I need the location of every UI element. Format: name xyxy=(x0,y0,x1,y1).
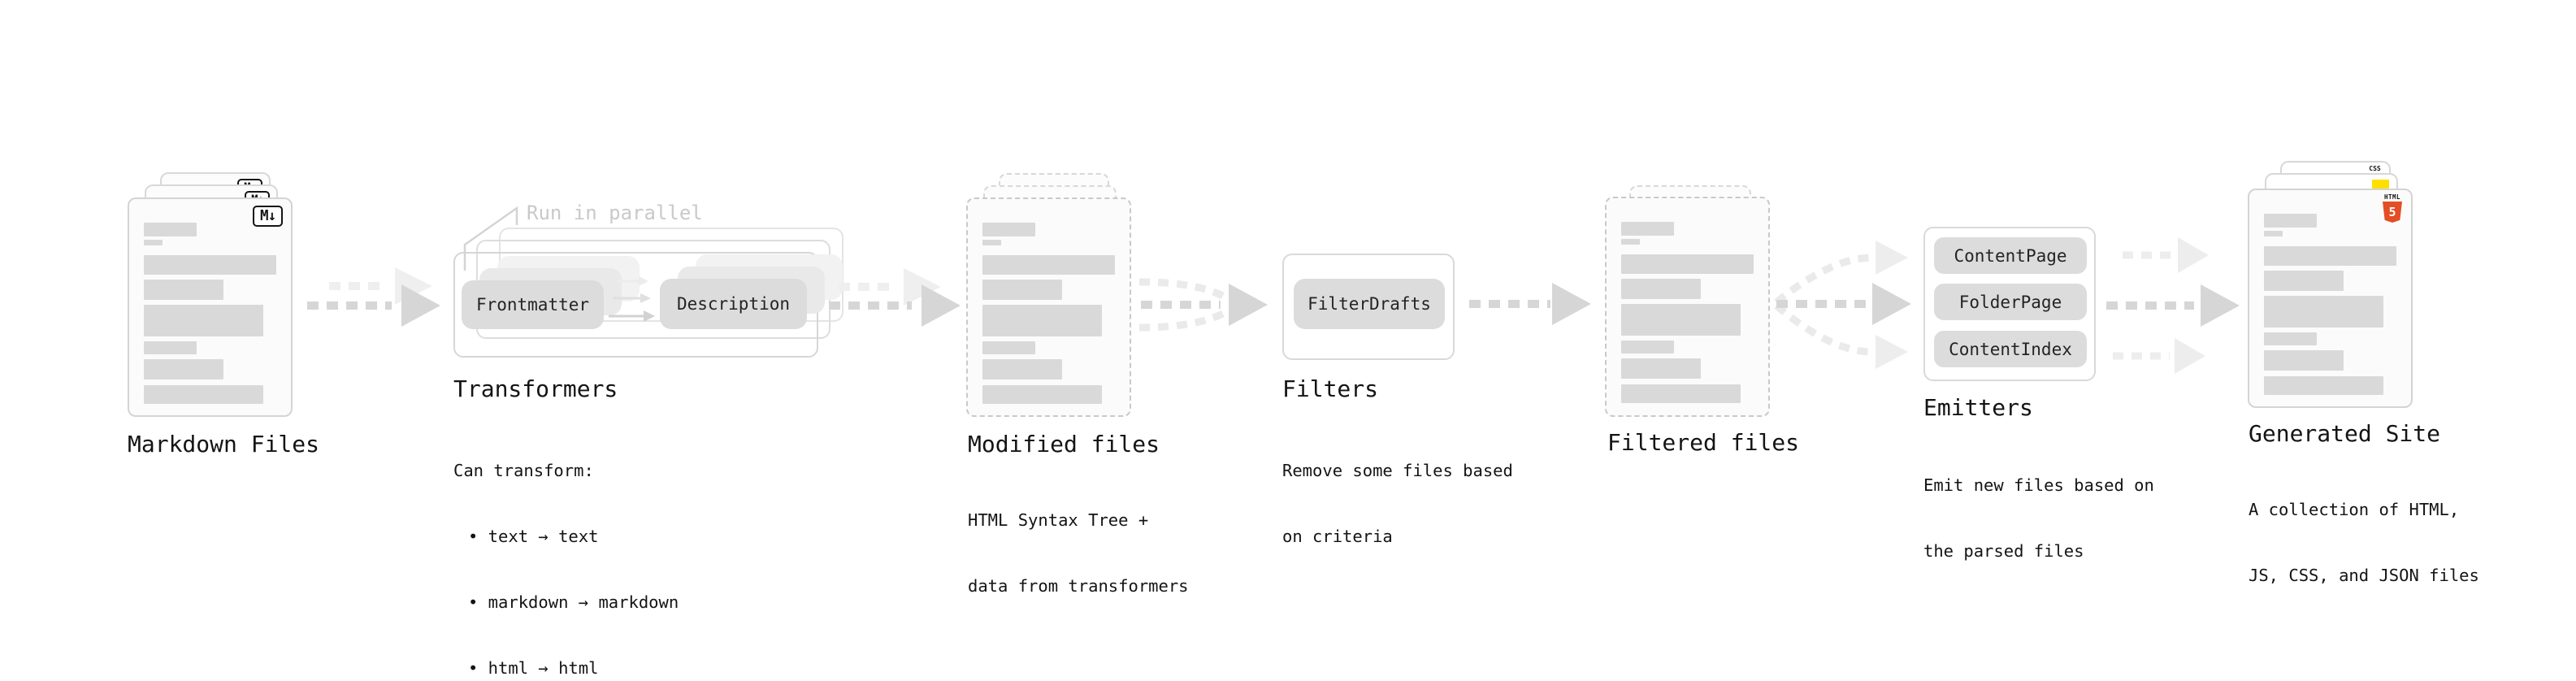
arrow-emitters-to-generated xyxy=(2106,237,2240,374)
filters-desc-line: Remove some files based xyxy=(1282,461,1513,480)
description-pill: Description xyxy=(660,279,807,329)
skeleton-bar xyxy=(2264,296,2383,327)
skeleton-bar xyxy=(1621,254,1754,274)
emitters-description: Emit new files based on the parsed files xyxy=(1923,431,2154,606)
skeleton-bar xyxy=(144,341,197,354)
skeleton-bar xyxy=(1621,304,1741,336)
skeleton-bar xyxy=(2264,350,2344,371)
skeleton-bar xyxy=(144,255,276,275)
filtered-files-label: Filtered files xyxy=(1607,429,1800,456)
frontmatter-pill: Frontmatter xyxy=(462,280,604,329)
html5-icon-shield: 5 xyxy=(2383,202,2402,223)
skeleton-bar xyxy=(1621,358,1701,379)
css-icon-label: CSS xyxy=(2369,165,2381,172)
skeleton-bar xyxy=(982,341,1035,354)
transformers-bullet: • html → html xyxy=(468,658,599,678)
modified-files-label: Modified files xyxy=(968,431,1160,458)
generated-site-description: A collection of HTML, JS, CSS, and JSON … xyxy=(2249,455,2479,631)
skeleton-bar xyxy=(1621,239,1640,245)
arrow-modified-to-filters xyxy=(1138,278,1268,332)
js-file-icon xyxy=(2372,180,2389,190)
html5-icon: HTML 5 xyxy=(2382,194,2403,223)
transformers-title: Transformers xyxy=(453,375,618,402)
modified-file-card-front xyxy=(966,197,1131,417)
filterdrafts-pill: FilterDrafts xyxy=(1294,279,1445,329)
markdown-files-label: Markdown Files xyxy=(128,431,320,458)
skeleton-bar xyxy=(1621,340,1674,354)
skeleton-bar xyxy=(144,223,197,236)
skeleton-bar xyxy=(144,305,263,336)
skeleton-bar xyxy=(982,280,1062,300)
html5-icon-label: HTML xyxy=(2383,193,2401,201)
skeleton-bar xyxy=(144,280,223,300)
contentpage-pill: ContentPage xyxy=(1934,237,2087,274)
skeleton-bar xyxy=(144,240,163,245)
contentindex-pill: ContentIndex xyxy=(1934,331,2087,367)
modified-files-description: HTML Syntax Tree + data from transformer… xyxy=(968,466,1189,641)
folderpage-pill: FolderPage xyxy=(1934,284,2087,320)
skeleton-bar xyxy=(2264,231,2283,236)
skeleton-bar xyxy=(2264,214,2317,228)
skeleton-bar xyxy=(1621,222,1674,236)
skeleton-bar xyxy=(982,305,1102,336)
skeleton-bar xyxy=(1621,384,1741,403)
filters-description: Remove some files based on criteria xyxy=(1282,416,1513,592)
skeleton-bar xyxy=(2264,246,2396,266)
skeleton-bar xyxy=(982,385,1102,404)
filtered-file-card-front xyxy=(1605,197,1770,417)
skeleton-bar xyxy=(982,359,1062,380)
generated-desc-line: JS, CSS, and JSON files xyxy=(2249,566,2479,585)
arrow-transformers-to-modified xyxy=(829,268,961,327)
transformers-desc-line: Can transform: xyxy=(453,461,594,480)
skeleton-bar xyxy=(2264,332,2317,345)
generated-desc-line: A collection of HTML, xyxy=(2249,500,2460,519)
skeleton-bar xyxy=(982,240,1001,245)
skeleton-bar xyxy=(982,255,1115,275)
emitters-desc-line: Emit new files based on xyxy=(1923,475,2154,495)
generated-site-label: Generated Site xyxy=(2249,420,2441,447)
skeleton-bar xyxy=(144,385,263,404)
filters-title: Filters xyxy=(1282,375,1379,402)
markdown-file-card-front: M↓ xyxy=(128,197,293,417)
markdown-icon: M↓ xyxy=(253,206,283,227)
transformers-description: Can transform: • text → text • markdown … xyxy=(453,416,679,681)
arrow-markdown-to-transformers xyxy=(307,267,440,327)
skeleton-bar xyxy=(144,359,223,380)
arrow-filters-to-filtered xyxy=(1469,283,1591,325)
transformers-bullet: • text → text xyxy=(468,527,599,546)
skeleton-bar xyxy=(982,223,1035,236)
skeleton-bar xyxy=(2264,271,2344,291)
emitters-title: Emitters xyxy=(1923,394,2033,421)
skeleton-bar xyxy=(1621,279,1701,299)
skeleton-bar xyxy=(2264,376,2383,395)
arrow-filtered-to-emitters xyxy=(1774,241,1911,369)
modified-desc-line: HTML Syntax Tree + xyxy=(968,510,1149,530)
modified-desc-line: data from transformers xyxy=(968,576,1189,596)
emitters-desc-line: the parsed files xyxy=(1923,541,2084,561)
generated-file-card-front: HTML 5 xyxy=(2248,189,2413,408)
run-in-parallel-note: Run in parallel xyxy=(527,202,703,224)
transformers-bullet: • markdown → markdown xyxy=(468,592,679,612)
filters-desc-line: on criteria xyxy=(1282,527,1393,546)
